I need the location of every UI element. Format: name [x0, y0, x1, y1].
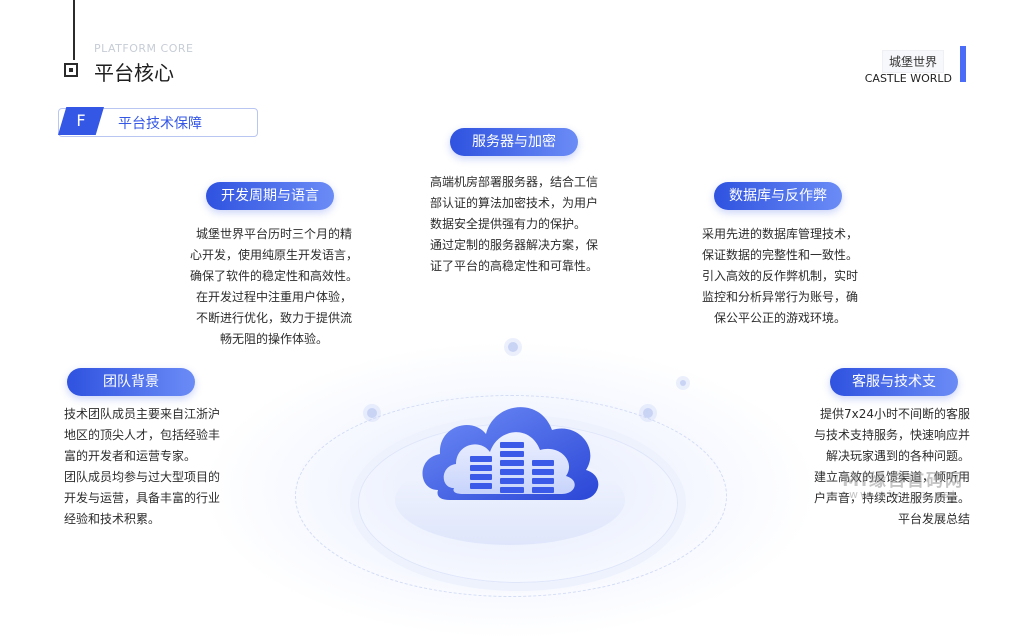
card-text-team: 技术团队成员主要来自江浙沪 地区的顶尖人才，包括经验丰 富的开发者和运营专家。 …	[64, 407, 221, 526]
orbit-dot-far-right	[680, 380, 686, 386]
orbit-dot-left	[367, 408, 377, 418]
brand-name-zh: 城堡世界	[881, 50, 944, 73]
orbit-dot-top	[508, 342, 518, 352]
card-title-team: 团队背景	[67, 368, 195, 396]
section-tag	[58, 108, 258, 137]
section-tag-letter: F	[58, 107, 104, 135]
card-title-db: 数据库与反作弊	[714, 182, 842, 210]
cloud-server-icon	[422, 407, 599, 500]
card-text-server: 高端机房部署服务器，结合工信 部认证的算法加密技术，为用户 数据安全提供强有力的…	[430, 175, 599, 273]
orbit-dot-right	[643, 408, 653, 418]
header-vertical-line	[73, 0, 75, 60]
section-title-en: PLATFORM CORE	[94, 42, 194, 55]
section-tag-label: 平台技术保障	[118, 116, 202, 132]
section-square-icon	[64, 63, 78, 77]
card-title-server: 服务器与加密	[450, 128, 578, 156]
card-text-dev: 城堡世界平台历时三个月的精 心开发，使用纯原生开发语言， 确保了软件的稳定性和高…	[189, 227, 358, 346]
section-title: 平台核心	[94, 61, 174, 85]
brand-accent-bar	[960, 46, 966, 82]
card-title-support: 客服与技术支	[830, 368, 958, 396]
watermark: Mi缘自首码网	[842, 471, 964, 491]
brand-name-en: CASTLE WORLD	[864, 72, 952, 85]
card-title-dev: 开发周期与语言	[206, 182, 334, 210]
card-text-db: 采用先进的数据库管理技术， 保证数据的完整性和一致性。 引入高效的反作弊机制，实…	[701, 227, 858, 325]
watermark-url: www.miyuan.net	[838, 488, 958, 501]
